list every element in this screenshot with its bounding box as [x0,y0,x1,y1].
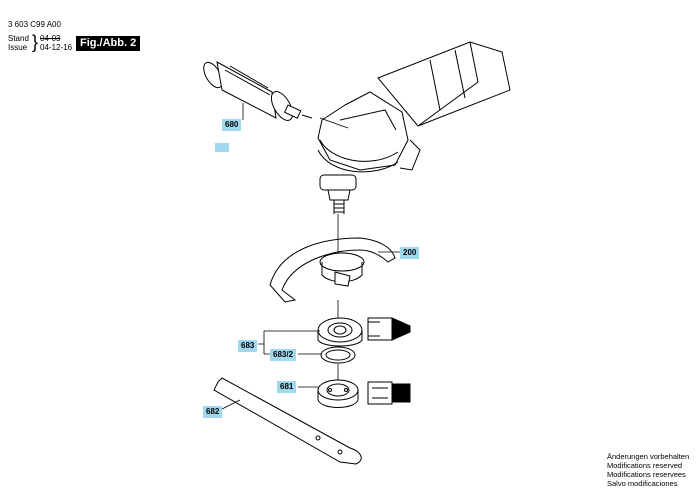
nut-orientation-icon [367,381,411,405]
empty-callout-marker [215,143,229,152]
notice-de: Änderungen vorbehalten [607,452,690,461]
callout-682: 682 [203,406,223,418]
clamping-nut [317,379,359,408]
protective-guard [269,237,396,303]
callout-683-2: 683/2 [270,349,297,361]
old-revision-date: 04-03 [40,34,61,43]
figure-title: Fig./Abb. 2 [76,36,141,51]
revision-dates: 04-03 04-12-16 [40,34,72,52]
two-pin-spanner [213,377,362,465]
document-number: 3 603 C99 A00 [8,20,61,29]
angle-grinder-body [317,41,511,214]
leader-lines [219,103,400,411]
notice-es: Salvo modificaciones [607,479,678,488]
stand-label: Stand [8,34,29,43]
auxiliary-handle [203,61,313,121]
mounting-flange [317,317,363,364]
flange-orientation-icon [367,317,411,341]
notice-en: Modifications reserved [607,461,683,470]
callout-200: 200 [400,247,420,259]
issue-label: Issue [8,43,28,52]
callout-681: 681 [277,381,297,393]
notice-fr: Modifications reservees [607,470,686,479]
new-revision-date: 04-12-16 [40,43,73,52]
callout-680: 680 [222,119,242,131]
revision-brace: } [32,32,39,52]
revision-labels: Stand Issue [8,34,29,52]
modification-notice: Änderungen vorbehalten Modifications res… [607,452,689,488]
callout-683: 683 [238,340,258,352]
